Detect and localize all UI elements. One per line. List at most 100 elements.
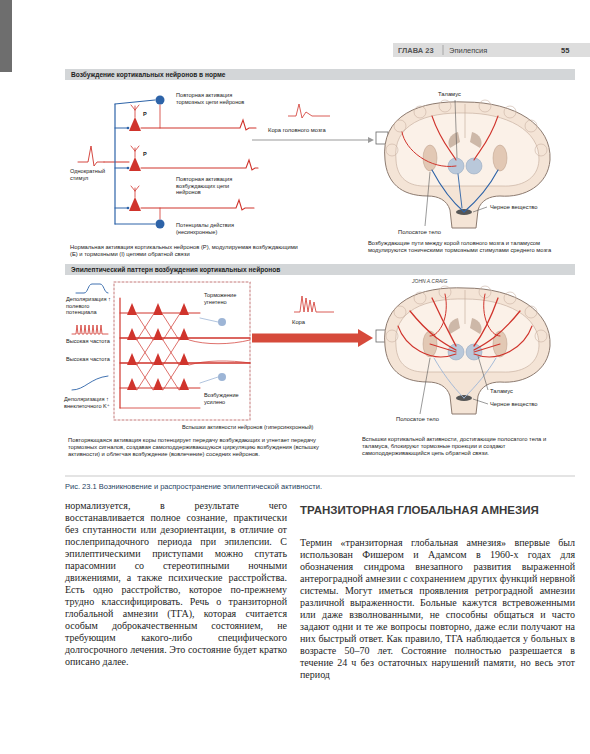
- pointer-arrow: [252, 139, 368, 140]
- pointer-arrow: [252, 104, 388, 144]
- brain-pathways: [402, 132, 456, 167]
- panel-note: Возбуждающие пути между корой головного …: [368, 240, 563, 254]
- neuron-cluster: [218, 318, 226, 326]
- neuron-circuit: [78, 146, 104, 166]
- neuron-circuit: [129, 117, 141, 131]
- neuron-circuit: [115, 100, 155, 104]
- spread-arrow: [252, 296, 388, 347]
- neuron-cluster: [76, 284, 108, 293]
- band-title: Эпилептический паттерн возбуждения корти…: [71, 264, 569, 275]
- structure-label: Таламус: [438, 91, 478, 98]
- neuron-cluster: [200, 318, 218, 322]
- spread-arrow: [252, 334, 360, 343]
- neuron-circuit: [127, 167, 130, 170]
- figure-rule: [65, 476, 575, 477]
- brain-pathways: [458, 174, 462, 208]
- panel-note: Вспышки кортикальной активности, достига…: [362, 436, 562, 457]
- structure-label: Черное вещество: [490, 204, 560, 211]
- neuron-cluster: [120, 408, 200, 409]
- brain-pathways: [474, 311, 520, 350]
- annotation: Деполяризация ↑ полевого потенциала: [66, 296, 112, 316]
- neuron-cluster: [200, 377, 218, 383]
- brain-section: [385, 286, 551, 414]
- annotation: Кора: [292, 319, 322, 326]
- section-heading: ТРАНЗИТОРНАЯ ГЛОБАЛЬНАЯ АМНЕЗИЯ: [300, 503, 540, 517]
- leader-line: [425, 172, 430, 226]
- annotation: Деполяризация ↑ внеклеточного K⁺: [64, 396, 112, 409]
- annotation: Однократный стимул: [70, 168, 112, 181]
- neuron-circuit: [141, 120, 256, 130]
- brain-pathways: [398, 326, 456, 357]
- structure-label: Таламус: [490, 388, 540, 395]
- neuron-cluster: [189, 340, 250, 365]
- brain-pathways: [398, 294, 532, 398]
- brain-pathways: [430, 344, 500, 352]
- band-title: Возбуждение кортикальных нейронов в норм…: [71, 69, 569, 80]
- leader-line: [478, 356, 488, 390]
- structure-label: Полосатое тело: [398, 229, 458, 236]
- neuron-cluster: [114, 282, 250, 420]
- neuron-circuit: [115, 224, 155, 225]
- neuron-letter: P: [143, 151, 153, 158]
- title-band: Возбуждение кортикальных нейронов в норм…: [65, 69, 575, 80]
- neuron-cluster: [120, 338, 250, 363]
- panel-note: Нормальная активация кортикальных нейрон…: [70, 244, 305, 258]
- neuron-cluster: [137, 315, 179, 390]
- brain-pathways: [430, 294, 500, 336]
- brain-pathways: [474, 326, 532, 357]
- neuron-circuit: [127, 127, 130, 130]
- pointer-arrow: [368, 137, 374, 143]
- neuron-cluster: [119, 298, 120, 408]
- leader-line: [473, 207, 487, 212]
- neuron-cluster: [120, 313, 200, 388]
- annotation: Торможение угнетено: [204, 292, 248, 305]
- title-band: Эпилептический паттерн возбуждения корти…: [65, 264, 575, 275]
- neuron-cluster: [72, 325, 108, 334]
- neuron-circuit: [131, 105, 139, 117]
- figure-caption: Рис. 23.1 Возникновение и распространени…: [65, 482, 575, 491]
- neuron-circuit: [141, 200, 254, 210]
- neuron-circuit: [160, 105, 161, 128]
- neuron-circuit: [141, 160, 258, 170]
- leader-line: [425, 100, 487, 226]
- signature: JOHN A.CRAIG: [412, 278, 492, 284]
- annotation: Высокая частота: [66, 356, 112, 363]
- neuron-circuit: [114, 104, 115, 224]
- neuron-circuit: [131, 146, 139, 157]
- spread-arrow: [358, 329, 373, 347]
- structure-label: Полосатое тело: [396, 416, 456, 423]
- pointer-arrow: [288, 104, 330, 118]
- leader-line: [473, 399, 488, 404]
- neuron-cluster: [72, 376, 108, 390]
- annotation: Вспышки активности нейронов (гиперсинхро…: [182, 424, 352, 431]
- brain-pathways: [410, 311, 456, 350]
- running-head: ГЛАВА 23: [398, 46, 442, 55]
- neuron-circuit: [156, 96, 165, 105]
- neuron-circuit: [129, 197, 141, 211]
- leader-line: [455, 100, 457, 158]
- edge-tab: [0, 0, 12, 72]
- leader-line: [420, 356, 488, 414]
- annotation: Возбуждение усилено: [204, 392, 248, 405]
- neuron-circuit: [78, 96, 258, 229]
- header-bar: [393, 43, 590, 57]
- neuron-circuit: [115, 128, 128, 208]
- leader-line: [420, 358, 430, 414]
- brain-pathways: [432, 116, 456, 160]
- neuron-circuit: [131, 186, 139, 197]
- structure-label: Черное вещество: [490, 401, 560, 408]
- body-text: нормализуется, в результате чего восстан…: [65, 500, 287, 668]
- annotation: Высокая частота: [66, 338, 112, 345]
- neuron-cluster: [218, 373, 226, 381]
- annotation: Кора головного мозга: [268, 127, 368, 134]
- neuron-circuit: [104, 162, 129, 163]
- annotation: Повторная активация возбуждающих цепи не…: [176, 176, 246, 196]
- brain-pathways: [474, 116, 498, 160]
- neuron-cluster: [137, 315, 179, 390]
- brain-pathways: [434, 358, 464, 398]
- neuron-circuit: [127, 207, 130, 210]
- neuron-circuit: [160, 208, 161, 219]
- brain-pathways: [432, 170, 464, 212]
- panel-note: Повторяющаяся активация коры потенцирует…: [68, 437, 343, 458]
- neuron-circuit: [129, 157, 141, 171]
